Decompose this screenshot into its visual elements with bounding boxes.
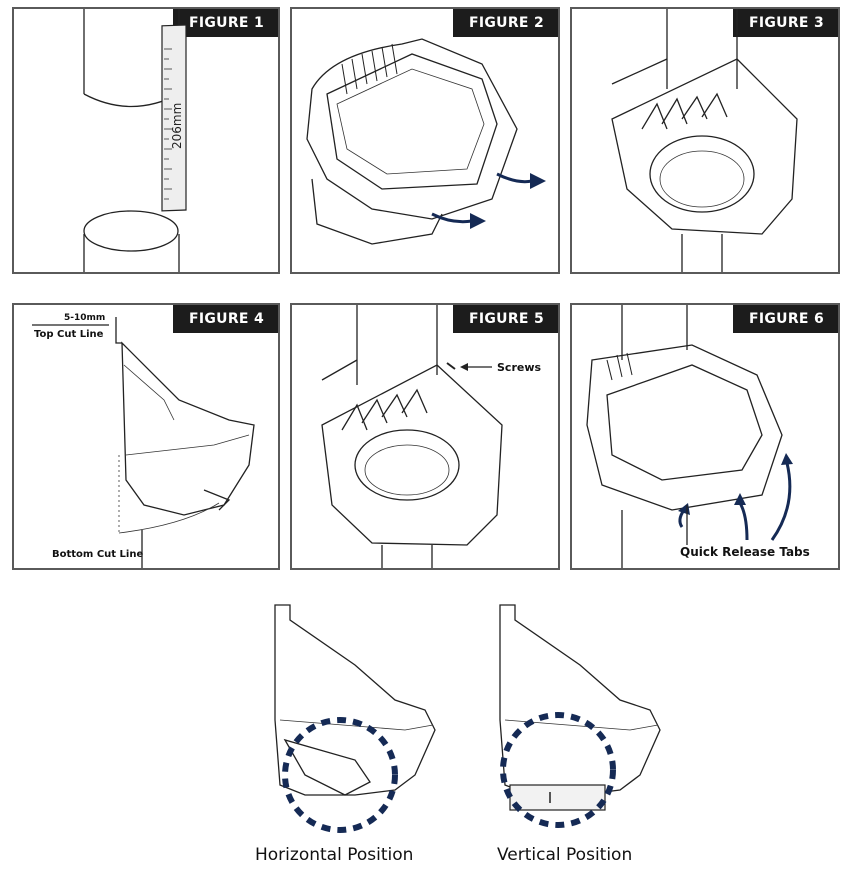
hopper-side-cut-illustration — [32, 317, 255, 568]
top-cut-line-label: Top Cut Line — [34, 329, 104, 340]
figure-3-panel: FIGURE 3 — [570, 7, 840, 274]
figure-5-label: FIGURE 5 — [453, 305, 558, 333]
figure-4-panel: FIGURE 4 5-10mm Top Cut Line Bottom Cut … — [12, 303, 280, 570]
quick-release-tabs-label: Quick Release Tabs — [680, 545, 810, 559]
pipe-measure-illustration: 206mm — [83, 9, 187, 272]
hopper-open-illustration — [306, 38, 546, 245]
bottom-cut-line-label: Bottom Cut Line — [52, 549, 144, 560]
figure-6-label: FIGURE 6 — [733, 305, 838, 333]
vertical-position-caption: Vertical Position — [497, 845, 633, 865]
vertical-position-illustration — [499, 604, 661, 828]
figure-2-label: FIGURE 2 — [453, 9, 558, 37]
hopper-installed-illustration — [611, 9, 798, 272]
figure-5-panel: FIGURE 5 Screws — [290, 303, 560, 570]
figure-2-panel: FIGURE 2 — [290, 7, 560, 274]
ruler-measurement: 206mm — [170, 103, 184, 149]
figure-4-label: FIGURE 4 — [173, 305, 278, 333]
figure-3-label: FIGURE 3 — [733, 9, 838, 37]
horizontal-position-illustration — [274, 604, 436, 833]
figure-6-panel: FIGURE 6 Quick Release Tabs — [570, 303, 840, 570]
hopper-screws-illustration — [321, 305, 503, 568]
dimension-label: 5-10mm — [64, 313, 106, 323]
horizontal-position-caption: Horizontal Position — [255, 845, 414, 865]
screws-label: Screws — [497, 361, 542, 374]
figure-1-panel: FIGURE 1 206mm — [12, 7, 280, 274]
hopper-release-tabs-illustration — [586, 305, 793, 568]
figure-1-label: FIGURE 1 — [173, 9, 278, 37]
